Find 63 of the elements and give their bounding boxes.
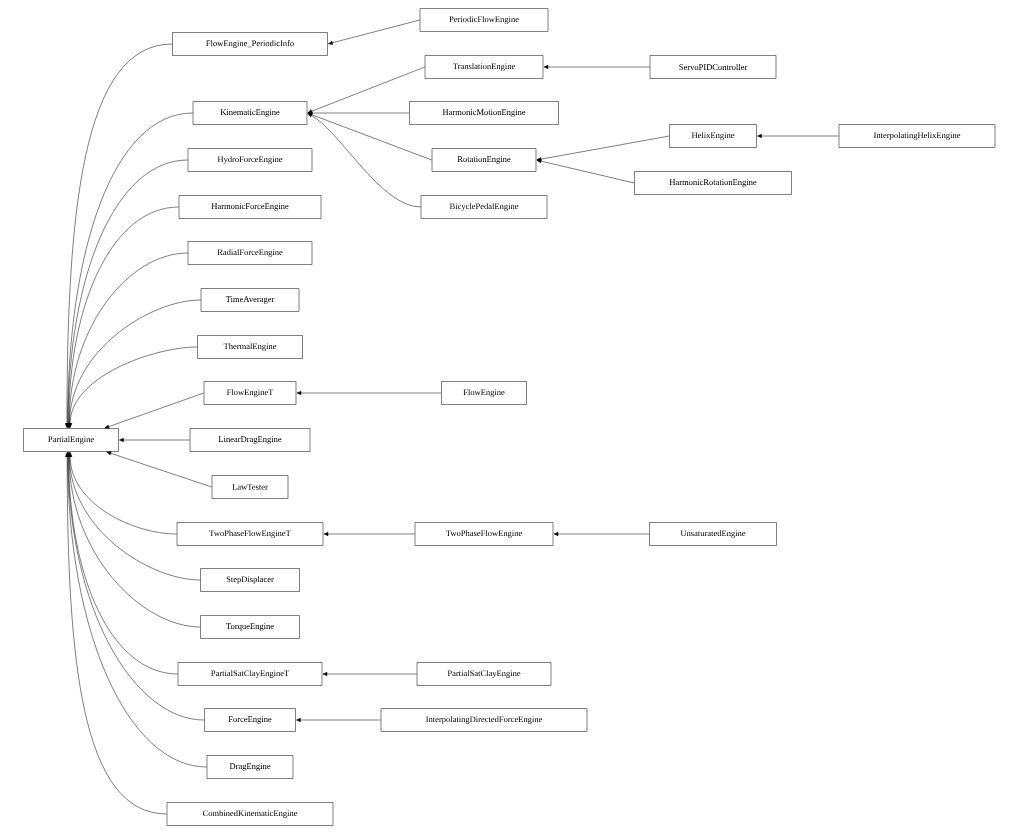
arrow	[757, 134, 839, 138]
arrow	[67, 252, 188, 428]
class-box: RadialForceEngine	[187, 241, 313, 265]
arrow	[307, 113, 421, 208]
arrow	[543, 65, 650, 69]
class-box: FlowEngineT	[203, 381, 297, 405]
class-box: HelixEngine	[669, 124, 757, 148]
arrow	[106, 451, 212, 488]
arrow	[307, 111, 410, 115]
arrow	[67, 452, 201, 581]
class-box: ServoPIDController	[649, 55, 777, 79]
arrow	[104, 392, 204, 429]
class-box: LinearDragEngine	[189, 428, 311, 452]
arrow	[536, 135, 670, 162]
class-box: ThermalEngine	[197, 335, 303, 359]
arrow	[328, 19, 420, 45]
arrow	[67, 452, 201, 628]
class-box: ForceEngine	[204, 708, 296, 732]
class-box: HydroForceEngine	[187, 148, 313, 172]
arrow	[68, 452, 177, 535]
arrow	[296, 391, 442, 395]
class-box: FlowEngine	[441, 381, 527, 405]
class-box: HarmonicRotationEngine	[634, 171, 792, 195]
arrow	[65, 43, 173, 428]
arrow	[66, 452, 205, 721]
arrow	[296, 718, 381, 722]
class-box: HarmonicMotionEngine	[409, 101, 559, 125]
class-box: PeriodicFlowEngine	[419, 8, 549, 32]
arrow	[67, 299, 201, 428]
class-box: TwoPhaseFlowEngineT	[176, 522, 324, 546]
arrow	[66, 159, 188, 428]
class-box: KinematicEngine	[192, 101, 308, 125]
arrow	[119, 438, 190, 442]
class-box: InterpolatingDirectedForceEngine	[380, 708, 588, 732]
class-box: StepDisplacer	[200, 568, 300, 592]
class-box: TranslationEngine	[424, 55, 544, 79]
class-box: RotationEngine	[431, 148, 537, 172]
class-box: LawTester	[211, 475, 289, 499]
arrow	[65, 452, 207, 768]
arrow	[307, 66, 425, 114]
arrow	[65, 112, 193, 428]
arrow	[65, 452, 167, 815]
arrow	[66, 206, 179, 428]
class-box: UnsaturatedEngine	[649, 522, 777, 546]
arrow	[322, 672, 417, 676]
class-box: FlowEngine_PeriodicInfo	[172, 32, 328, 56]
class-box: TimeAverager	[200, 288, 300, 312]
arrow	[553, 532, 650, 536]
class-box: CombinedKinematicEngine	[166, 802, 334, 826]
class-box: InterpolatingHelixEngine	[838, 124, 996, 148]
arrow	[68, 346, 198, 428]
class-box: TorqueEngine	[200, 615, 300, 639]
arrow	[536, 159, 635, 184]
class-box: PartialSatClayEngine	[416, 662, 552, 686]
class-box: HarmonicForceEngine	[178, 195, 322, 219]
arrow	[323, 532, 415, 536]
class-box: PartialSatClayEngineT	[177, 662, 323, 686]
class-box: TwoPhaseFlowEngine	[414, 522, 554, 546]
class-box: DragEngine	[206, 755, 294, 779]
class-box: PartialEngine	[23, 428, 119, 452]
arrow	[66, 452, 178, 675]
class-box: BicyclePedalEngine	[420, 195, 548, 219]
arrow	[307, 112, 432, 161]
